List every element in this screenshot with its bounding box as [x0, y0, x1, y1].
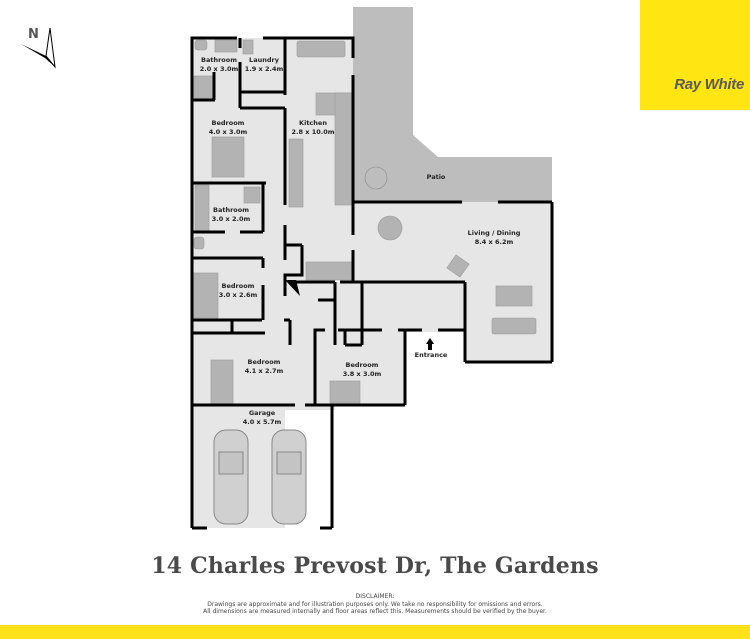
room-garage: Garage 4.0 x 5.7m — [243, 409, 282, 427]
footer-bar — [0, 625, 750, 639]
room-name: Bedroom — [345, 361, 379, 369]
room-bedroom-2: Bedroom 3.0 x 2.6m — [219, 282, 258, 300]
room-living-dining: Living / Dining 8.4 x 6.2m — [468, 229, 521, 247]
north-arrow-icon: N — [21, 27, 56, 69]
room-name: Bedroom — [211, 119, 245, 127]
disclaimer-heading: DISCLAIMER: — [355, 593, 395, 600]
room-name: Kitchen — [299, 119, 327, 127]
room-name: Laundry — [249, 56, 279, 64]
floor-plan: Bathroom 2.0 x 3.0m Laundry 1.9 x 2.4m B… — [190, 7, 554, 530]
room-name: Patio — [426, 173, 446, 181]
room-dims: 2.0 x 3.0m — [199, 65, 239, 73]
room-laundry: Laundry 1.9 x 2.4m — [245, 56, 284, 74]
room-dims: 2.8 x 10.0m — [291, 128, 335, 136]
entrance-label: Entrance — [415, 351, 448, 360]
room-name: Bedroom — [221, 282, 255, 290]
room-dims: 1.9 x 2.4m — [244, 65, 284, 73]
logo-text: Ray White — [674, 76, 744, 93]
entrance-text: Entrance — [414, 351, 448, 359]
walls — [190, 36, 554, 530]
disclaimer: DISCLAIMER: Drawings are approximate and… — [0, 593, 750, 616]
room-dims: 4.0 x 5.7m — [242, 418, 282, 426]
room-dims: 3.0 x 2.0m — [211, 215, 251, 223]
room-name: Garage — [248, 409, 276, 417]
room-kitchen: Kitchen 2.8 x 10.0m — [291, 119, 334, 137]
room-bedroom-1: Bedroom 4.0 x 3.0m — [209, 119, 248, 137]
room-dims: 4.1 x 2.7m — [244, 367, 284, 375]
ray-white-logo: Ray White — [640, 0, 750, 110]
room-dims: 3.0 x 2.6m — [218, 291, 258, 299]
compass: N — [18, 22, 68, 72]
address-title: 14 Charles Prevost Dr, The Gardens — [151, 553, 599, 579]
room-bedroom-4: Bedroom 3.8 x 3.0m — [343, 361, 382, 379]
room-dims: 4.0 x 3.0m — [208, 128, 248, 136]
room-name: Living / Dining — [467, 229, 521, 237]
north-label: N — [28, 27, 39, 42]
disclaimer-line-1: Drawings are approximate and for illustr… — [207, 600, 543, 608]
patio-area — [353, 7, 552, 202]
room-name: Bathroom — [201, 56, 237, 64]
arrow-up-icon — [426, 338, 434, 350]
cars — [213, 429, 307, 525]
room-name: Bedroom — [247, 358, 281, 366]
room-name: Bathroom — [213, 206, 249, 214]
room-bathroom-1: Bathroom 2.0 x 3.0m — [200, 56, 239, 74]
room-dims: 3.8 x 3.0m — [342, 370, 382, 378]
disclaimer-line-2: All dimensions are measured internally a… — [203, 608, 547, 615]
room-bedroom-3: Bedroom 4.1 x 2.7m — [245, 358, 284, 376]
floor-plan-drawing — [190, 7, 554, 530]
fixtures — [191, 39, 537, 405]
room-dims: 8.4 x 6.2m — [474, 238, 514, 246]
room-patio: Patio — [427, 173, 446, 182]
room-bathroom-2: Bathroom 3.0 x 2.0m — [212, 206, 251, 224]
